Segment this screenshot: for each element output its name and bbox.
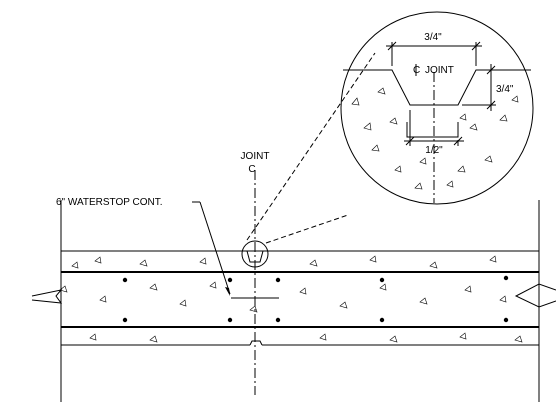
dim-bottom-tick-right — [453, 136, 463, 146]
detail-leader-lower — [265, 214, 349, 244]
detail-circle — [340, 11, 534, 205]
dim-top-tick-right — [471, 41, 481, 51]
detail-aggregate — [351, 87, 519, 190]
left-break-line — [31, 289, 63, 304]
detail-leader-upper — [246, 52, 376, 241]
waterstop-callout: 6" WATERSTOP CONT. — [56, 197, 163, 208]
section-cl-symbol: C — [248, 164, 255, 175]
dim-bottom-tick-left — [405, 136, 415, 146]
enlarged-joint-detail: 3/4" 3/4" 1/2" C JOINT — [340, 11, 534, 205]
waterstop-leader-arrow — [225, 287, 230, 296]
section-joint-label: JOINT — [241, 151, 270, 162]
slab-aggregate — [59, 255, 523, 343]
slab-section: JOINT C 6" WATERSTOP CONT. — [31, 151, 556, 402]
dim-top-tick-left — [387, 41, 397, 51]
bottom-notch — [249, 340, 263, 346]
detail-joint-label: JOINT — [425, 65, 454, 76]
dim-bottom-width-label: 1/2" — [425, 145, 443, 156]
detail-cl-symbol: C — [413, 65, 420, 76]
waterstop-leader — [199, 201, 231, 295]
detail-waterstop — [406, 122, 459, 138]
dim-top-width-label: 3/4" — [424, 32, 442, 43]
dim-depth-tick-top — [486, 65, 496, 75]
right-break-line — [514, 283, 556, 308]
dim-depth-label: 3/4" — [496, 84, 514, 95]
dim-depth-tick-bottom — [486, 100, 496, 110]
rebar — [122, 275, 509, 323]
